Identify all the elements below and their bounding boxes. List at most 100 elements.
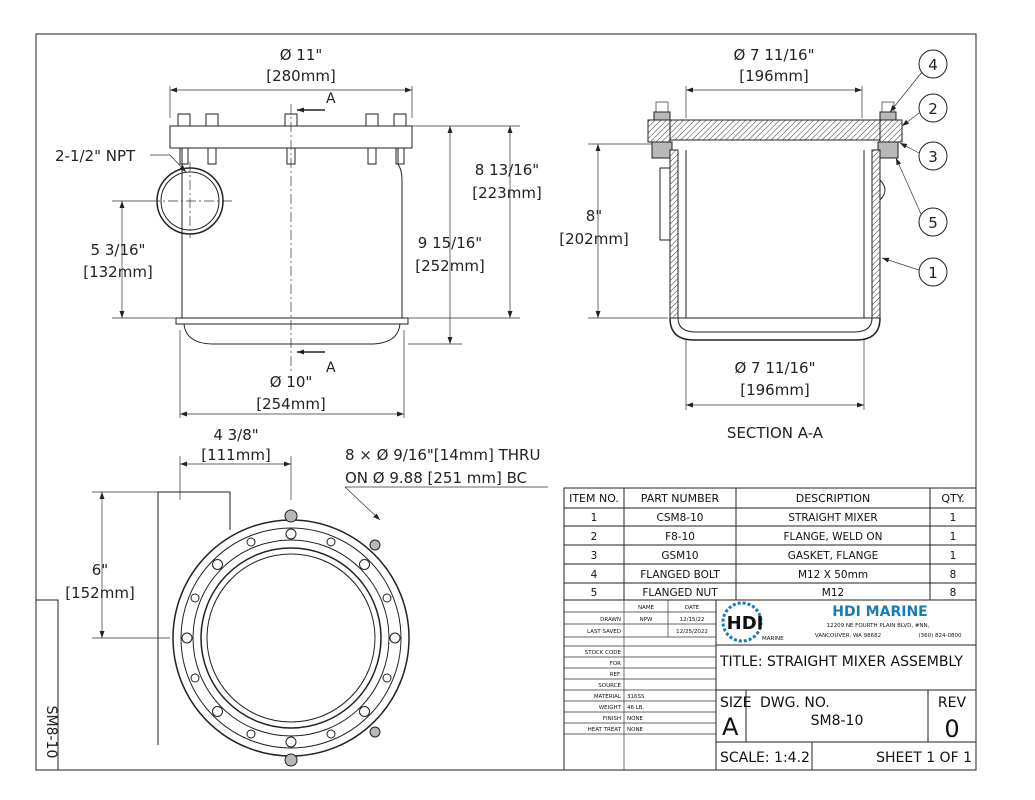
section-bottom-dim-mm: [196mm] — [740, 381, 810, 399]
tb-source-label: SOURCE — [598, 683, 621, 689]
plan-height-dim: 6" — [92, 561, 108, 579]
bolt-note-line2: ON Ø 9.88 [251 mm] BC — [345, 469, 527, 487]
dwg-no-label: DWG. NO. — [760, 695, 830, 711]
hdi-logo: HDI MARINE — [721, 601, 784, 643]
balloon-2: 2 — [901, 93, 948, 127]
tb-weight-value: 46 LB. — [627, 705, 645, 711]
tb-heat-value: NONE — [627, 727, 644, 733]
elevation-bottom-dim: Ø 10" — [270, 373, 313, 391]
tb-ref-label: REF. — [610, 672, 622, 678]
elevation-top-dim-mm: [280mm] — [266, 67, 336, 85]
elevation-outer-height-mm: [223mm] — [472, 184, 542, 202]
plan-view: 4 3/8" [111mm] 8 × Ø 9/16"[14mm] THRU ON… — [65, 426, 548, 767]
svg-text:8: 8 — [950, 569, 957, 581]
balloon-1: 1 — [881, 257, 948, 287]
svg-text:HDI: HDI — [727, 613, 764, 634]
plan-offset-dim-mm: [111mm] — [201, 446, 271, 464]
tb-date-header: DATE — [685, 605, 700, 611]
section-mark-top: A — [326, 91, 336, 107]
svg-text:8: 8 — [950, 587, 957, 599]
tb-drawn-label: DRAWN — [600, 617, 621, 623]
section-top-dim: Ø 7 11/16" — [733, 46, 814, 64]
bom-row: 4 FLANGED BOLT M12 X 50mm 8 — [591, 569, 957, 581]
npt-label: 2-1/2" NPT — [55, 147, 136, 165]
tb-saved-label: LAST SAVED — [587, 629, 621, 635]
svg-text:5: 5 — [591, 587, 598, 599]
elevation-bolts — [177, 113, 407, 165]
size-value: A — [722, 713, 739, 741]
tb-finish-label: FINISH — [603, 716, 621, 722]
section-height-dim: 8" — [586, 207, 602, 225]
svg-text:F8-10: F8-10 — [665, 531, 695, 543]
bom-row: 3 GSM10 GASKET, FLANGE 1 — [591, 550, 957, 562]
svg-text:4: 4 — [591, 569, 598, 581]
plan-height-dim-mm: [152mm] — [65, 584, 135, 602]
tb-name-header: NAME — [638, 605, 655, 611]
tb-heat-label: HEAT TREAT — [588, 727, 622, 733]
bom-row: 5 FLANGED NUT M12 8 — [591, 587, 957, 599]
tb-material-label: MATERIAL — [594, 694, 622, 700]
svg-text:2: 2 — [928, 100, 938, 118]
svg-text:1: 1 — [950, 512, 957, 524]
plan-bolt-holes — [181, 528, 401, 748]
svg-text:GASKET, FLANGE: GASKET, FLANGE — [788, 550, 879, 562]
drawing-title: TITLE: STRAIGHT MIXER ASSEMBLY — [719, 654, 963, 670]
svg-text:SM8-10: SM8-10 — [43, 706, 59, 759]
svg-text:MARINE: MARINE — [762, 636, 784, 642]
section-height-dim-mm: [202mm] — [559, 230, 629, 248]
section-bottom-dim: Ø 7 11/16" — [734, 359, 815, 377]
sheet-label: SHEET 1 OF 1 — [876, 750, 972, 766]
svg-text:1: 1 — [928, 264, 938, 282]
tb-drawn-name: NPW — [640, 617, 653, 623]
bom-table: ITEM NO. PART NUMBER DESCRIPTION QTY. 1 … — [563, 487, 977, 601]
balloon-5: 5 — [895, 157, 948, 237]
svg-text:5: 5 — [928, 214, 938, 232]
svg-text:FLANGED NUT: FLANGED NUT — [642, 587, 718, 599]
svg-text:3: 3 — [928, 148, 938, 166]
dwg-no-value: SM8-10 — [811, 713, 864, 729]
tb-finish-value: NONE — [627, 716, 644, 722]
tb-material-value: 316SS — [627, 694, 645, 700]
company-phone: (360) 824-0800 — [918, 633, 962, 639]
size-label: SIZE — [720, 695, 751, 711]
plan-flange — [172, 519, 410, 757]
company-address-2: VANCOUVER, WA 98682 — [815, 633, 881, 639]
elevation-inner-height: 9 15/16" — [418, 234, 482, 252]
balloon-3: 3 — [899, 141, 948, 171]
bom-header-part: PART NUMBER — [641, 492, 720, 505]
section-view: Ø 7 11/16" [196mm] 8" [202mm] — [559, 46, 948, 442]
bom-header-qty: QTY. — [941, 492, 964, 505]
tb-for-label: FOR — [610, 661, 621, 667]
svg-text:M12 X 50mm: M12 X 50mm — [798, 569, 868, 581]
company-name: HDI MARINE — [832, 604, 927, 620]
tb-stock-label: STOCK CODE — [585, 650, 622, 656]
svg-text:2: 2 — [591, 531, 598, 543]
elevation-bottom-dim-mm: [254mm] — [256, 395, 326, 413]
svg-text:3: 3 — [591, 550, 598, 562]
elevation-left-dim: 5 3/16" — [91, 241, 146, 259]
section-top-dim-mm: [196mm] — [739, 67, 809, 85]
company-address-1: 12209 NE FOURTH PLAIN BLVD, #NN, — [827, 623, 930, 629]
elevation-outer-height: 8 13/16" — [475, 161, 539, 179]
section-mark-bottom: A — [326, 360, 336, 376]
rev-value: 0 — [944, 715, 959, 743]
bom-row: 2 F8-10 FLANGE, WELD ON 1 — [591, 531, 957, 543]
svg-text:FLANGED BOLT: FLANGED BOLT — [640, 569, 720, 581]
bom-header-desc: DESCRIPTION — [796, 492, 870, 505]
svg-text:1: 1 — [591, 512, 598, 524]
sheet-border — [35, 33, 977, 771]
svg-text:4: 4 — [928, 56, 938, 74]
elevation-view: Ø 11" [280mm] A A 2-1/2" NPT — [55, 46, 542, 418]
scale-label: SCALE: 1:4.2 — [720, 750, 810, 766]
tb-weight-label: WEIGHT — [599, 705, 622, 711]
svg-text:1: 1 — [950, 531, 957, 543]
side-tag: SM8-10 — [35, 599, 59, 771]
bom-header-item: ITEM NO. — [569, 492, 619, 505]
elevation-left-dim-mm: [132mm] — [83, 263, 153, 281]
svg-text:STRAIGHT MIXER: STRAIGHT MIXER — [788, 512, 877, 524]
svg-text:M12: M12 — [822, 587, 844, 599]
elevation-top-dim: Ø 11" — [280, 46, 323, 64]
svg-text:FLANGE, WELD ON: FLANGE, WELD ON — [783, 531, 882, 543]
tb-saved-date: 12/25/2022 — [676, 629, 708, 635]
